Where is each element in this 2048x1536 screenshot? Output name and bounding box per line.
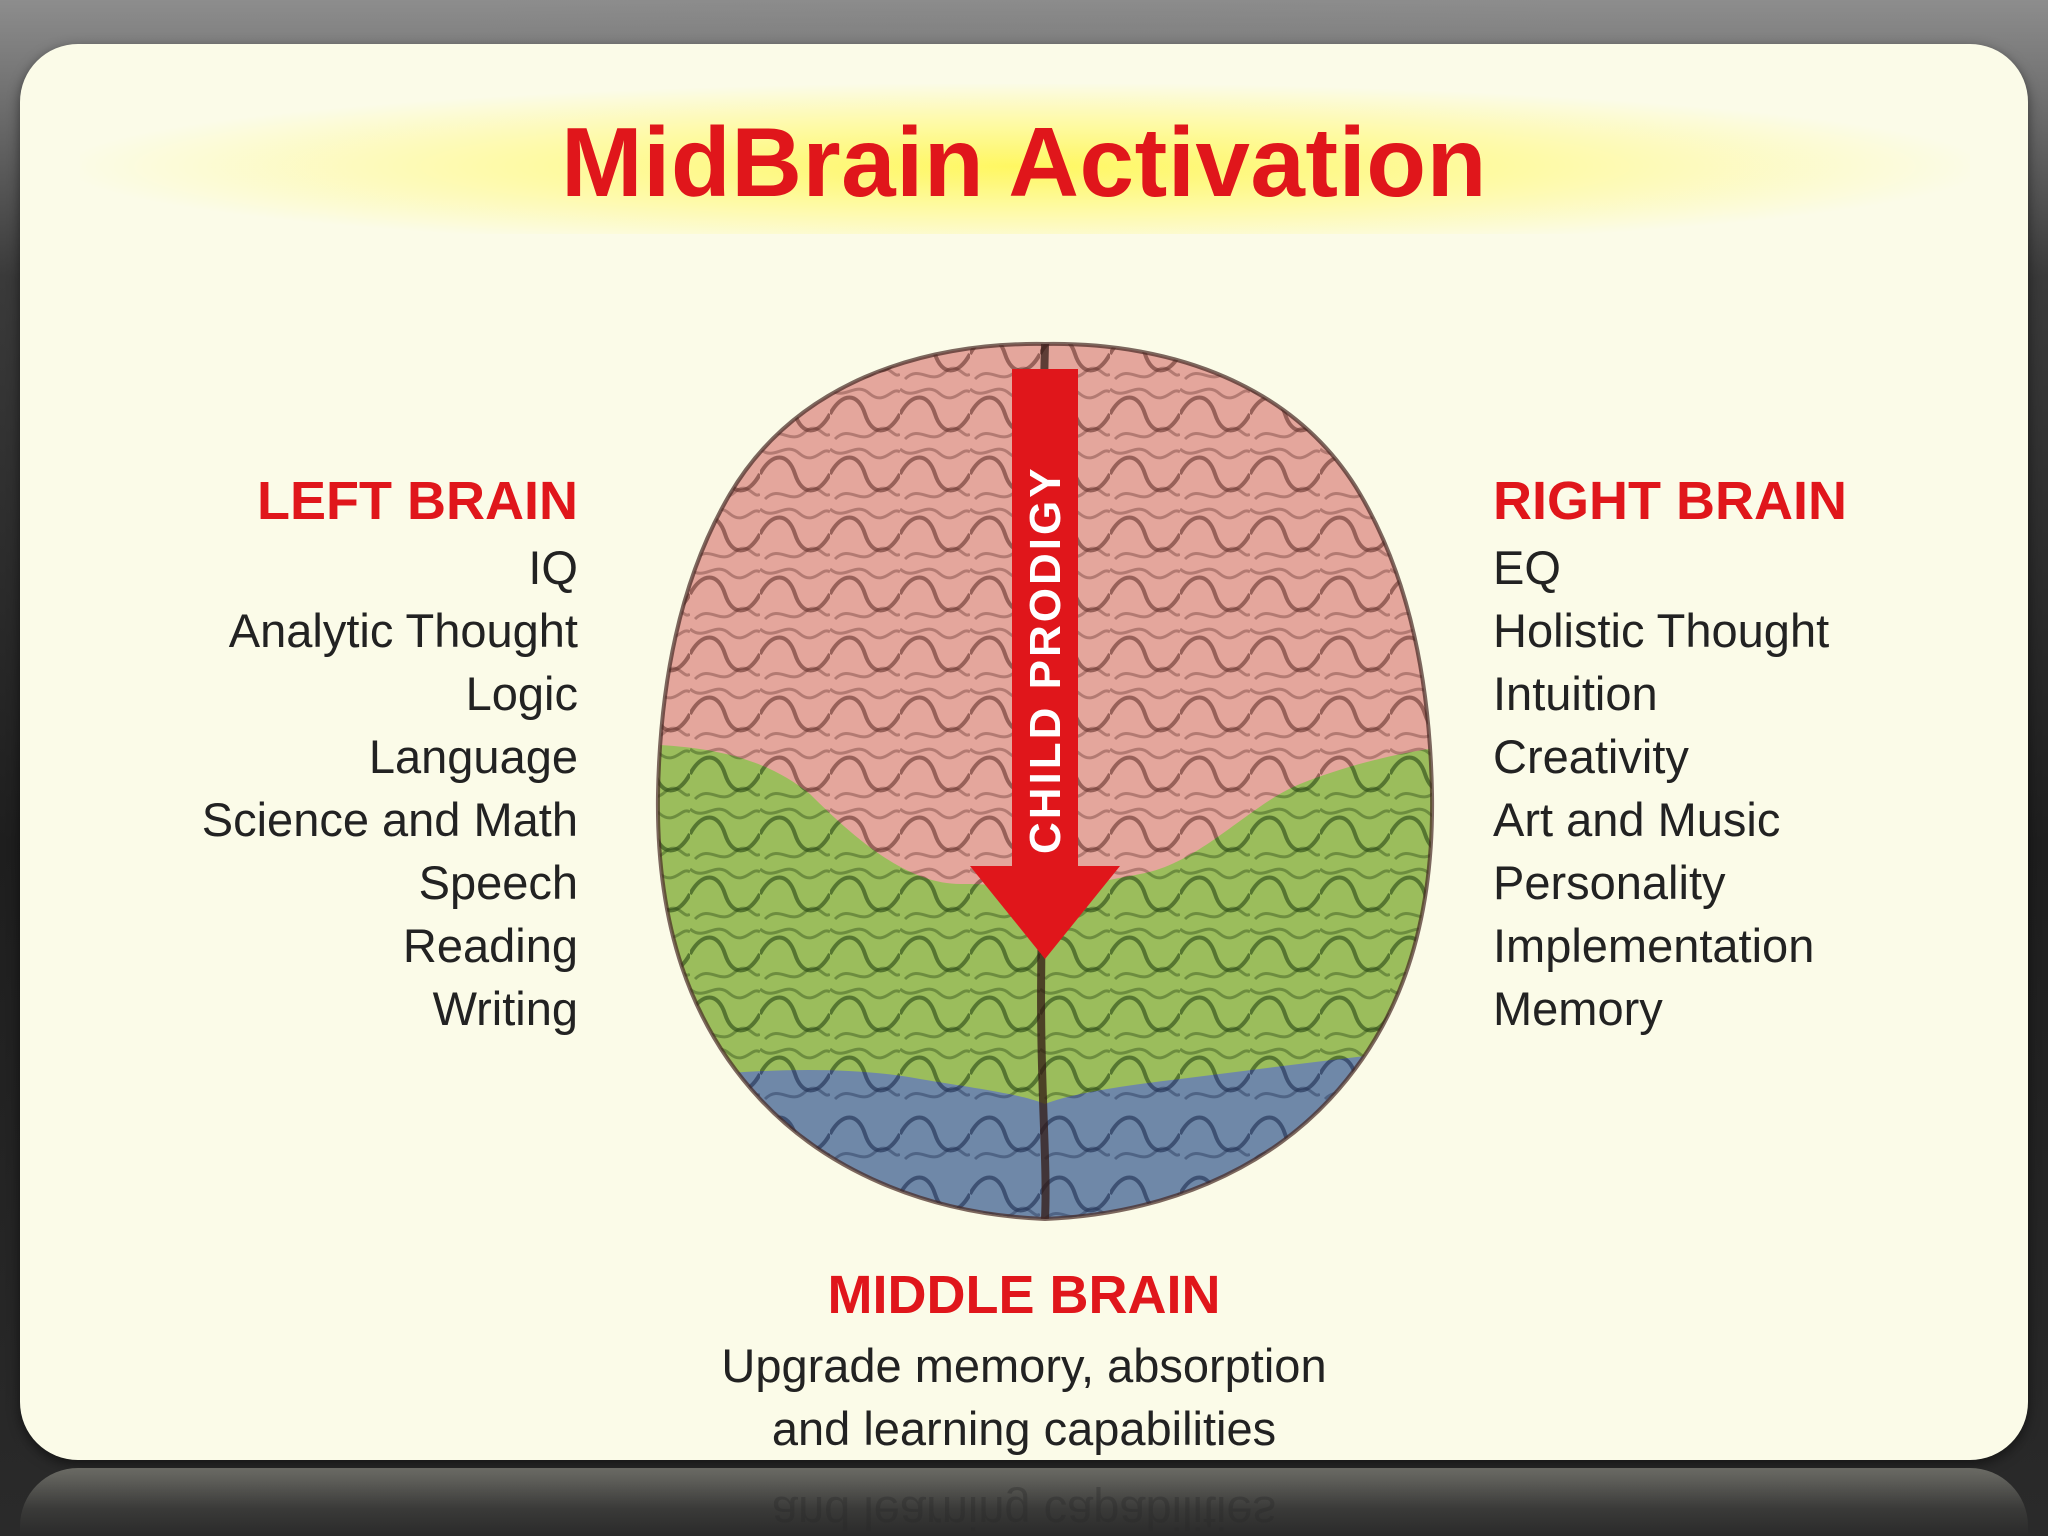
brain-illustration: CHILD PRODIGY <box>655 341 1435 1222</box>
middle-brain-line-1: Upgrade memory, absorption <box>721 1339 1327 1392</box>
list-item: Implementation <box>1493 919 1815 972</box>
list-item: Science and Math <box>201 793 578 846</box>
brain-outline <box>655 341 1435 1222</box>
list-item: Intuition <box>1493 667 1658 720</box>
arrow-label: CHILD PRODIGY <box>1021 465 1070 854</box>
list-item: Analytic Thought <box>228 604 578 657</box>
left-brain-list: IQ Analytic Thought Logic Language Scien… <box>202 536 578 1040</box>
right-brain-list: EQ Holistic Thought Intuition Creativity… <box>1493 536 1829 1040</box>
list-item: EQ <box>1493 541 1561 594</box>
list-item: Logic <box>465 667 578 720</box>
reflection-text: and learning capabilities <box>771 1487 1277 1536</box>
right-brain-heading: RIGHT BRAIN <box>1493 471 1847 531</box>
middle-brain-description: Upgrade memory, absorption and learning … <box>20 1334 2028 1460</box>
list-item: Holistic Thought <box>1493 604 1830 657</box>
slide-card: MidBrain Activation LEFT BRAIN IQ Analyt… <box>20 44 2028 1460</box>
list-item: Reading <box>402 919 578 972</box>
middle-brain-heading: MIDDLE BRAIN <box>827 1265 1221 1325</box>
list-item: Art and Music <box>1493 793 1781 846</box>
list-item: Creativity <box>1493 730 1689 783</box>
child-prodigy-arrow: CHILD PRODIGY <box>970 369 1120 959</box>
list-item: Speech <box>418 856 578 909</box>
list-item: Memory <box>1493 982 1663 1035</box>
left-brain-heading: LEFT BRAIN <box>257 471 578 531</box>
list-item: Personality <box>1493 856 1726 909</box>
list-item: IQ <box>528 541 578 594</box>
list-item: Writing <box>432 982 578 1035</box>
list-item: Language <box>368 730 578 783</box>
page-title: MidBrain Activation <box>560 107 1488 217</box>
middle-brain-line-2: and learning capabilities <box>771 1402 1277 1455</box>
card-reflection: and learning capabilities <box>20 1468 2028 1536</box>
title-highlight-band <box>80 84 1970 234</box>
